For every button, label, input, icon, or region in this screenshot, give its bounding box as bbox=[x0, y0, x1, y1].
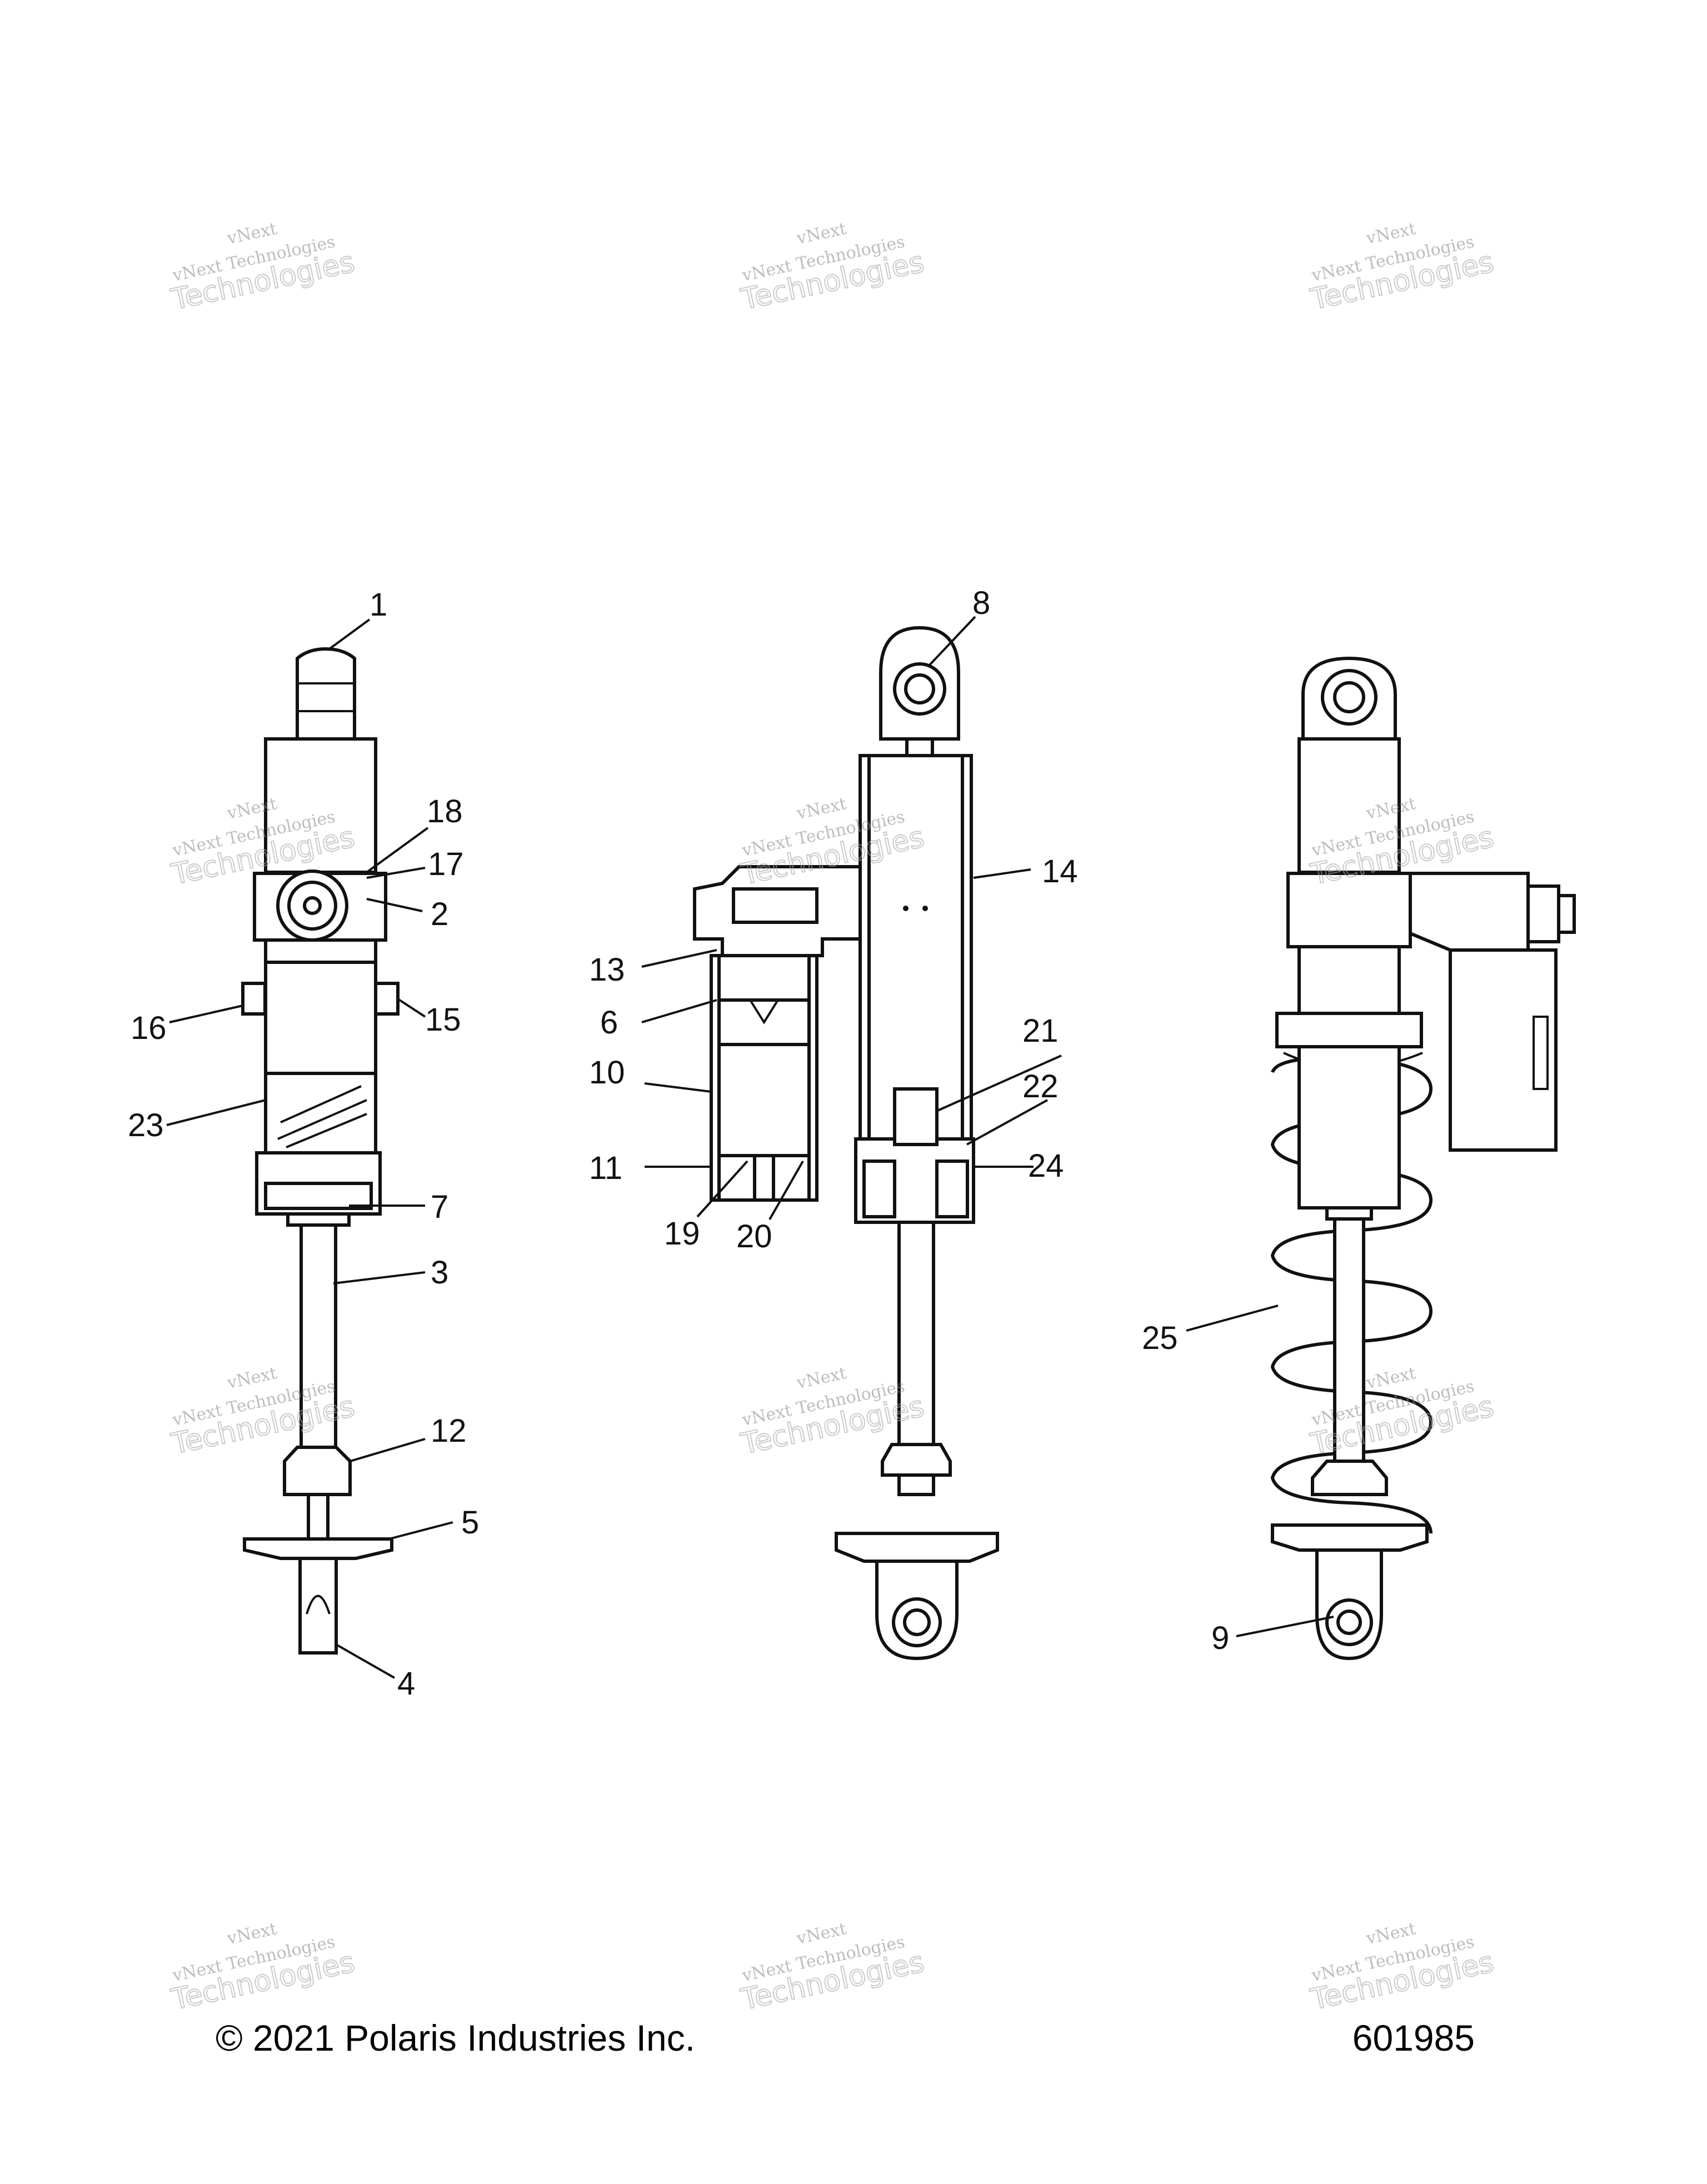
callout-2: 2 bbox=[431, 896, 448, 932]
watermark-line1: vNext bbox=[795, 1919, 848, 1948]
watermark-line1: vNext bbox=[1364, 1919, 1417, 1948]
center-shock-section bbox=[693, 626, 999, 1661]
callout-24: 24 bbox=[1028, 1148, 1064, 1184]
callout-labels: 1 2 3 4 5 6 7 8 9 10 11 12 13 14 15 16 1… bbox=[128, 585, 1229, 1702]
callout-25: 25 bbox=[1142, 1320, 1178, 1356]
callout-16: 16 bbox=[131, 1010, 167, 1046]
callout-7: 7 bbox=[431, 1189, 448, 1225]
callout-11: 11 bbox=[589, 1150, 622, 1186]
left-shock-assembly bbox=[241, 647, 400, 1655]
callout-22: 22 bbox=[1022, 1068, 1059, 1105]
watermark-line1: vNext bbox=[1364, 219, 1417, 248]
figure-number: 601985 bbox=[1352, 2017, 1475, 2058]
callout-17: 17 bbox=[428, 846, 464, 882]
callout-23: 23 bbox=[128, 1107, 164, 1143]
callout-21: 21 bbox=[1022, 1013, 1059, 1049]
leader-lines bbox=[166, 616, 1334, 1679]
callout-20: 20 bbox=[736, 1218, 772, 1255]
callout-3: 3 bbox=[431, 1255, 448, 1291]
watermark-line1: vNext bbox=[795, 794, 848, 823]
callout-13: 13 bbox=[589, 952, 625, 988]
callout-8: 8 bbox=[972, 585, 990, 621]
callout-14: 14 bbox=[1042, 853, 1078, 889]
callout-19: 19 bbox=[664, 1216, 700, 1252]
copyright-text: © 2021 Polaris Industries Inc. bbox=[216, 2017, 696, 2058]
callout-10: 10 bbox=[589, 1054, 625, 1091]
callout-6: 6 bbox=[600, 1004, 618, 1041]
watermark-line1: vNext bbox=[795, 219, 848, 248]
callout-5: 5 bbox=[461, 1505, 479, 1541]
callout-1: 1 bbox=[370, 587, 387, 623]
watermark-line1: vNext bbox=[225, 219, 278, 248]
callout-4: 4 bbox=[397, 1666, 415, 1702]
callout-9: 9 bbox=[1211, 1620, 1229, 1656]
watermark-line1: vNext bbox=[225, 1919, 278, 1948]
callout-12: 12 bbox=[431, 1413, 467, 1449]
watermark-line1: vNext bbox=[795, 1363, 848, 1393]
right-shock-assembly bbox=[1270, 656, 1576, 1661]
callout-15: 15 bbox=[425, 1002, 461, 1038]
watermark-line1: vNext bbox=[225, 1363, 278, 1393]
callout-18: 18 bbox=[427, 793, 463, 829]
